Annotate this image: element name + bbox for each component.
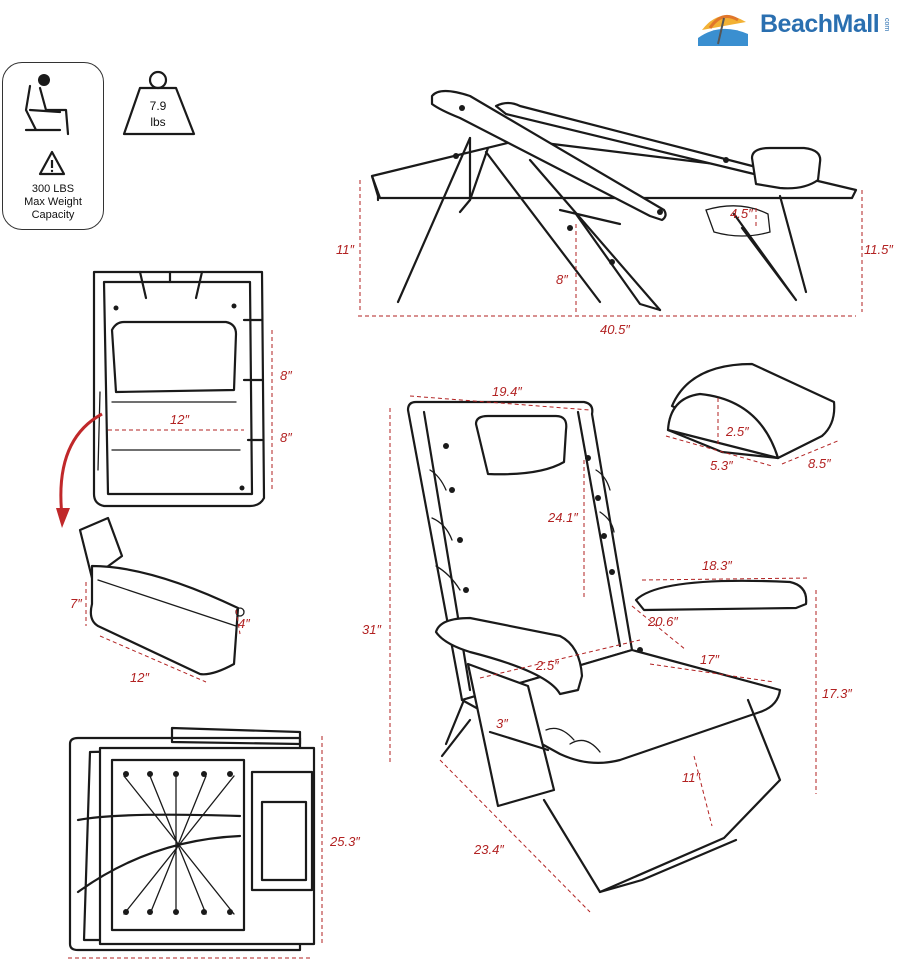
- brand-suffix: com: [883, 18, 890, 32]
- dim-top-upper: 8″: [280, 368, 292, 383]
- dim-total-height: 31″: [362, 622, 381, 637]
- dim-side-seat-height: 8″: [556, 272, 568, 287]
- side-view-dimension-lines: [358, 180, 863, 317]
- dim-seat-width: 17″: [700, 652, 719, 667]
- dim-side-length: 40.5″: [600, 322, 630, 337]
- weight-value: 7.9: [149, 99, 167, 113]
- dim-pillow-depth: 5.3″: [710, 458, 733, 473]
- dim-seat-height: 11″: [682, 770, 700, 785]
- dim-cooler-depth: 4″: [238, 616, 250, 631]
- dim-arm-span: 18.3″: [702, 558, 732, 573]
- dim-back-width: 19.4″: [492, 384, 522, 399]
- weight-icon: [122, 70, 196, 136]
- capacity-line-2: Max Weight: [24, 196, 82, 208]
- dim-base-depth: 23.4″: [473, 842, 504, 857]
- dim-arm-width: 2.5″: [535, 658, 559, 673]
- side-view-chair: [370, 89, 858, 312]
- top-view-dimension-lines: [108, 330, 273, 492]
- cooler-bag: [78, 516, 245, 676]
- dim-pillow-height: 2.5″: [725, 424, 749, 439]
- weight-unit: lbs: [150, 115, 166, 129]
- dim-pocket-depth: 3″: [496, 716, 508, 731]
- dim-seat-depth: 20.6″: [647, 614, 678, 629]
- brand-name: BeachMall: [760, 10, 880, 38]
- dim-cooler-height: 7″: [70, 596, 82, 611]
- dim-pillow-width: 8.5″: [808, 456, 831, 471]
- dim-cooler-width: 12″: [130, 670, 149, 685]
- dim-top-lower: 8″: [280, 430, 292, 445]
- dim-side-height-right: 11.5″: [864, 242, 893, 257]
- main-view-dimension-lines: [389, 395, 817, 913]
- warning-icon: [38, 150, 66, 176]
- capacity-badge: [2, 62, 104, 230]
- brand-logo: BeachMall com: [690, 4, 895, 46]
- capacity-line-3: Capacity: [31, 209, 75, 221]
- pillow-dimension-lines: [665, 398, 841, 467]
- dim-folded-height: 25.3″: [329, 834, 360, 849]
- capacity-line-1: 300 LBS: [31, 183, 75, 195]
- folded-chair: [68, 726, 316, 952]
- main-view-chair: [406, 400, 808, 894]
- dim-side-height-left: 11″: [336, 242, 354, 257]
- cooler-dimension-lines: [85, 582, 241, 683]
- seated-person-icon: [24, 74, 70, 136]
- dim-arm-height: 17.3″: [822, 686, 852, 701]
- folded-dimension-lines: [68, 736, 323, 959]
- dim-top-width: 12″: [170, 412, 189, 427]
- beach-umbrella-icon: [698, 14, 748, 46]
- dim-back-height: 24.1″: [547, 510, 578, 525]
- dim-side-armrest-gap: 4.5″: [730, 206, 753, 221]
- top-view-chair: [56, 270, 266, 528]
